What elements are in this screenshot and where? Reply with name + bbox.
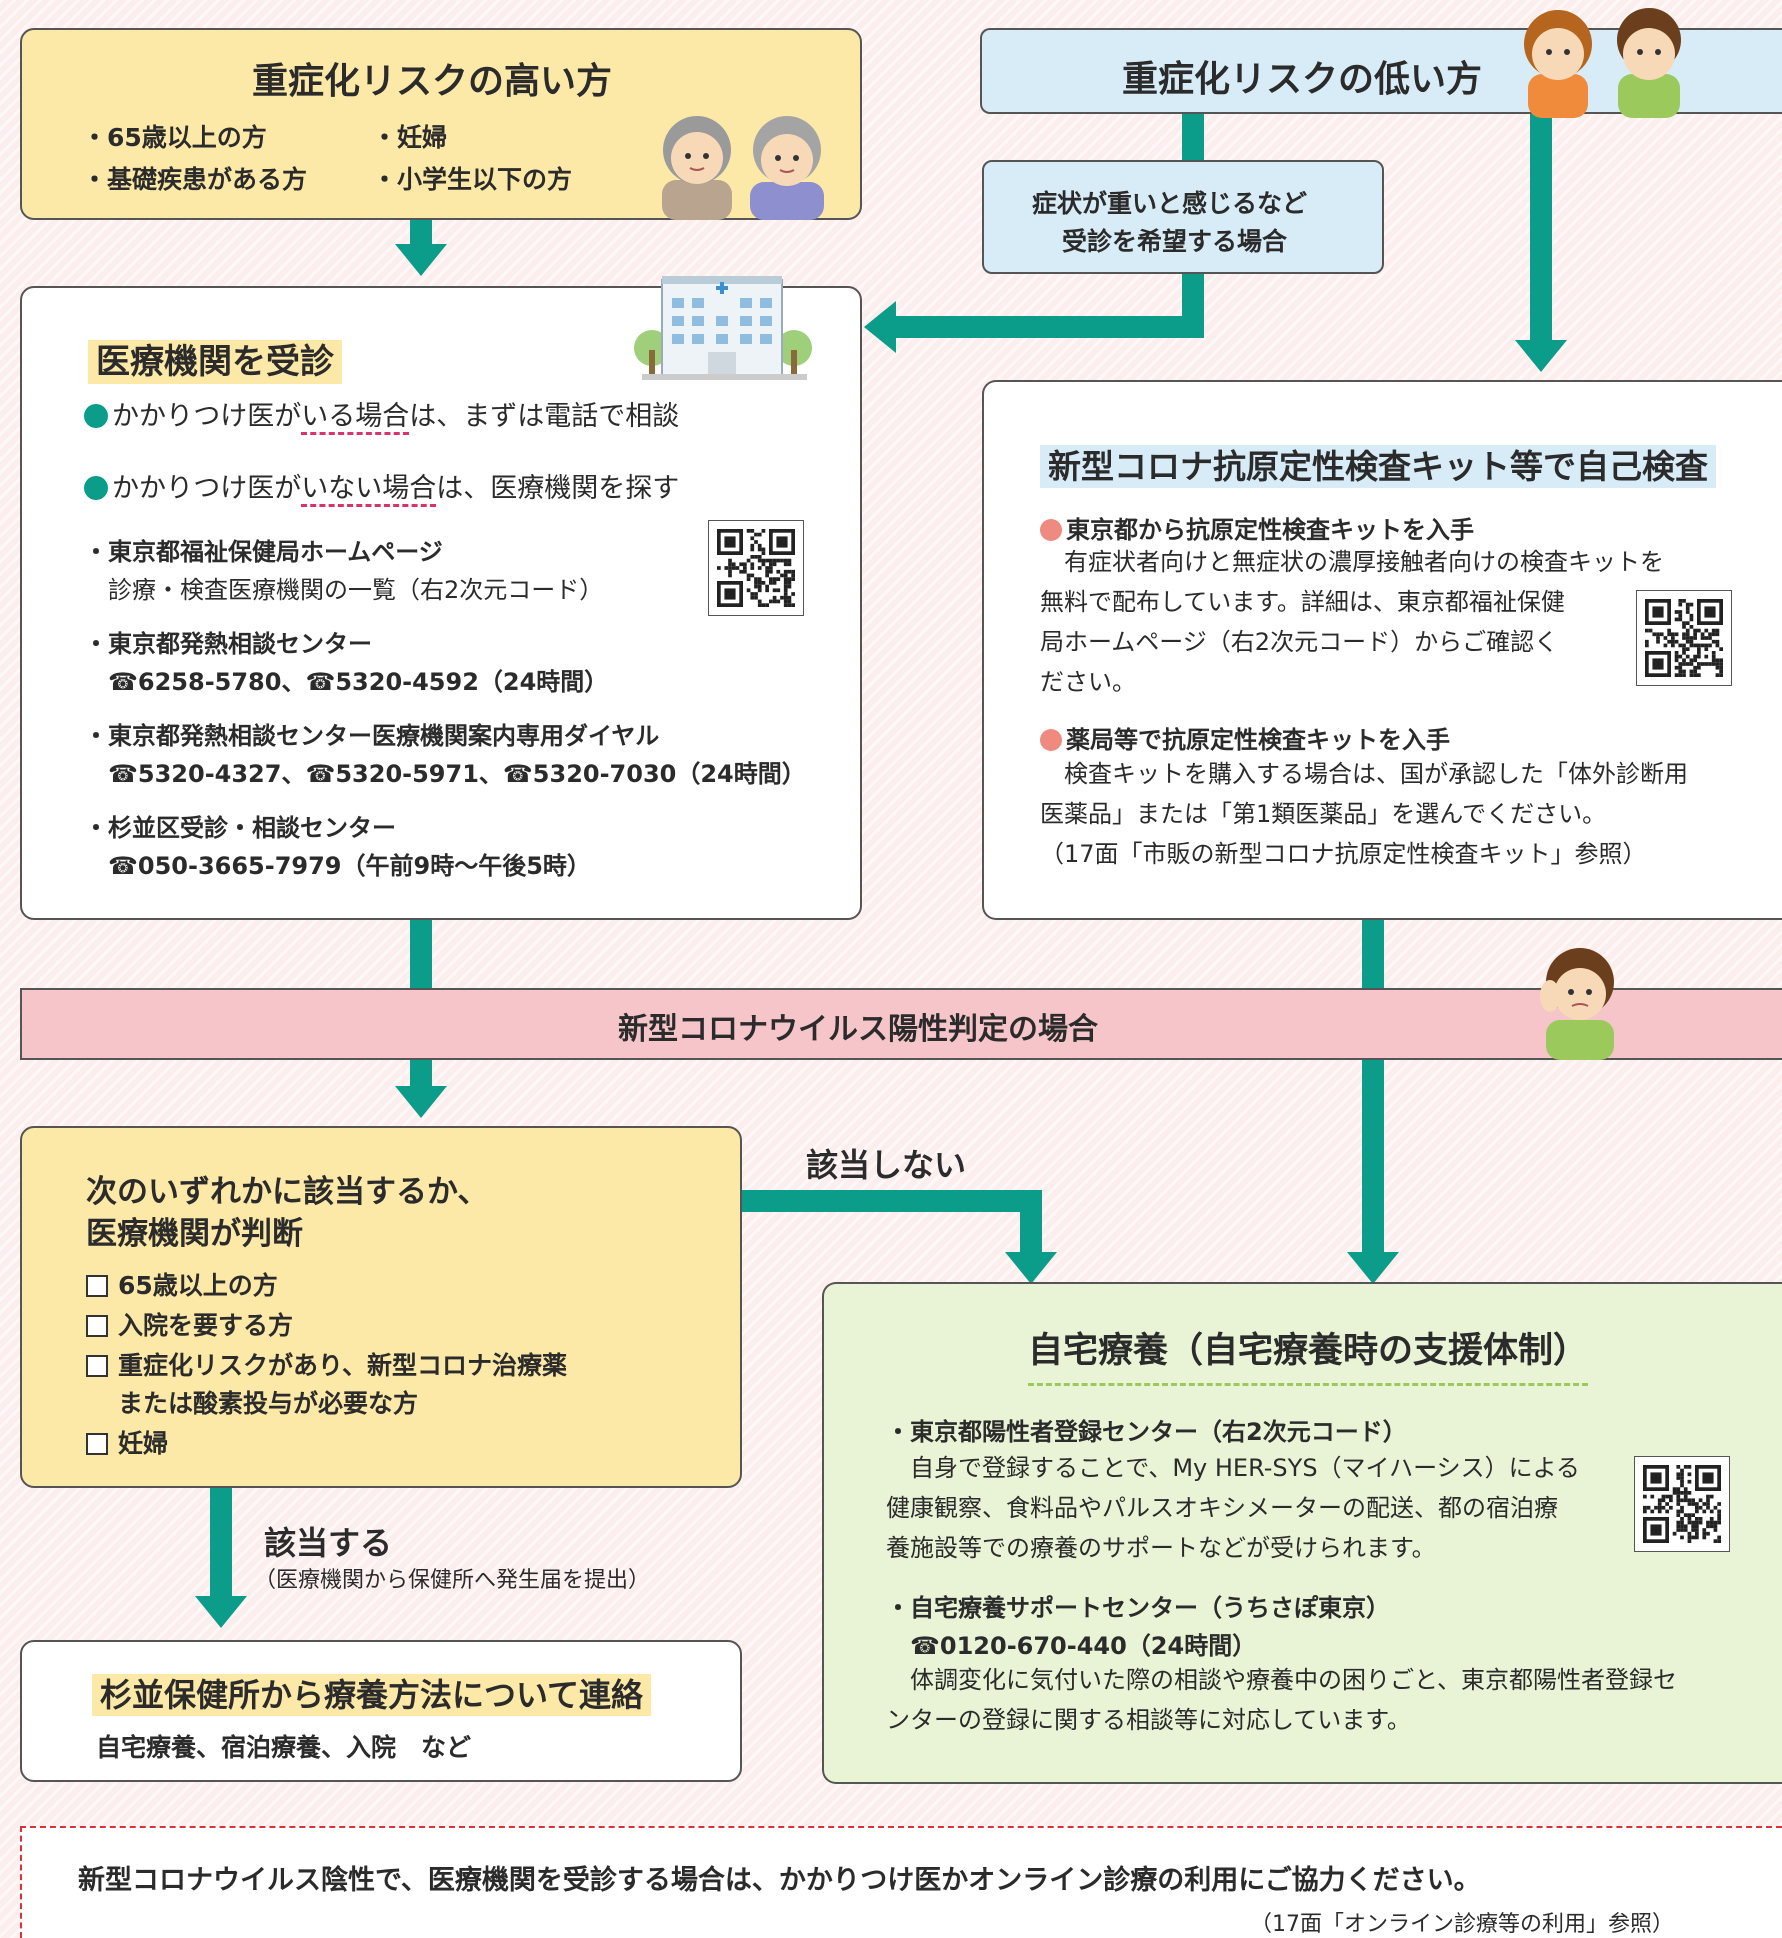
high-risk-title: 重症化リスクの高い方 (252, 61, 613, 102)
judge-item: 65歳以上の方 (86, 1266, 278, 1302)
arrow-high-to-medical (395, 244, 447, 276)
selftest-s1-line: 無料で配布しています。詳細は、東京都福祉保健 (1040, 588, 1565, 616)
medical-box: 医療機関を受診 かかりつけ医がいる場合は、まずは電話で相談 かかりつけ医がいない… (20, 276, 862, 920)
home-h1-title: ・東京都陽性者登録センター（右2次元コード） (886, 1418, 1407, 1446)
selftest-s2-title: 薬局等で抗原定性検査キットを入手 (1040, 720, 1450, 755)
medical-item-has-doctor: かかりつけ医がいる場合は、まずは電話で相談 (84, 394, 679, 435)
qr-code-icon[interactable] (1636, 590, 1732, 686)
home-h2-line: ンターの登録に関する相談等に対応しています。 (886, 1706, 1411, 1734)
arrow-to-judge (395, 1086, 447, 1118)
arrow-not-applicable (1005, 1252, 1057, 1284)
connector-positive-to-home (1362, 1058, 1384, 1256)
contact-2-sub: ☎6258-5780、☎5320-4592（24時間） (108, 668, 609, 696)
hospital-icon (634, 276, 812, 380)
selftest-s1-line: 有症状者向けと無症状の濃厚接触者向けの検査キットを (1040, 548, 1664, 576)
connector-judge-to-home (740, 1190, 1042, 1212)
checkbox-icon (86, 1275, 108, 1297)
not-applicable-label: 該当しない (806, 1146, 967, 1184)
judge-item: 重症化リスクがあり、新型コロナ治療薬 (86, 1346, 567, 1382)
worried-person-icon (1540, 948, 1614, 1060)
positive-bar-label: 新型コロナウイルス陽性判定の場合 (618, 1012, 1098, 1047)
high-risk-item: ・小学生以下の方 (372, 165, 573, 194)
judge-title-1: 次のいずれかに該当するか、 (86, 1174, 489, 1210)
high-risk-item: ・妊婦 (372, 123, 448, 152)
teal-bullet-icon (84, 404, 108, 428)
teal-bullet-icon (84, 476, 108, 500)
checkbox-icon (86, 1355, 108, 1377)
high-risk-item: ・基礎疾患がある方 (82, 165, 308, 194)
judge-title-2: 医療機関が判断 (86, 1216, 303, 1252)
selftest-s1-title: 東京都から抗原定性検査キットを入手 (1040, 510, 1474, 545)
pink-bullet-icon (1040, 519, 1062, 541)
home-box: 自宅療養（自宅療養時の支援体制） ・東京都陽性者登録センター（右2次元コード） … (822, 1282, 1782, 1784)
contact-4-sub: ☎050-3665-7979（午前9時～午後5時） (108, 852, 591, 880)
high-risk-box: 重症化リスクの高い方 ・65歳以上の方 ・妊婦 ・基礎疾患がある方 ・小学生以下… (20, 28, 862, 220)
symptom-box: 症状が重いと感じるなど 受診を希望する場合 (982, 160, 1384, 274)
arrow-to-selftest (1515, 340, 1567, 372)
symptom-line1: 症状が重いと感じるなど (1032, 189, 1308, 218)
suginami-sub: 自宅療養、宿泊療養、入院 など (96, 1733, 472, 1762)
connector-low-to-selftest (1530, 112, 1552, 348)
selftest-box: 新型コロナ抗原定性検査キット等で自己検査 東京都から抗原定性検査キットを入手 有… (982, 380, 1782, 920)
positive-bar: 新型コロナウイルス陽性判定の場合 (20, 988, 1782, 1060)
connector-medical-to-positive (410, 918, 432, 990)
home-h2-line: 体調変化に気付いた際の相談や療養中の困りごと、東京都陽性者登録セ (886, 1666, 1678, 1694)
home-h1-line: 健康観察、食料品やパルスオキシメーターの配送、都の宿泊療 (886, 1494, 1558, 1522)
home-h1-line: 自身で登録することで、My HER-SYS（マイハーシス）による (886, 1454, 1580, 1482)
contact-3-title: ・東京都発熱相談センター医療機関案内専用ダイヤル (84, 722, 660, 750)
selftest-s2-line: 検査キットを購入する場合は、国が承認した「体外診断用 (1040, 760, 1688, 788)
arrow-to-medical (864, 301, 896, 353)
connector-high-to-medical (410, 218, 432, 248)
contact-3-sub: ☎5320-4327、☎5320-5971、☎5320-7030（24時間） (108, 760, 806, 788)
judge-item: 入院を要する方 (86, 1306, 293, 1342)
arrow-applicable (195, 1596, 247, 1628)
medical-title: 医療機関を受診 (88, 334, 342, 384)
contact-1-title: ・東京都福祉保健局ホームページ (84, 538, 443, 566)
selftest-s1-line: ださい。 (1040, 668, 1136, 696)
connector-low-to-symptom (1182, 112, 1204, 164)
connector-symptom-to-medical (894, 316, 1204, 338)
selftest-s1-line: 局ホームページ（右2次元コード）からご確認く (1040, 628, 1559, 656)
connector-selftest-to-positive (1362, 918, 1384, 990)
pink-bullet-icon (1040, 729, 1062, 751)
low-risk-title: 重症化リスクの低い方 (1122, 59, 1483, 100)
footer-note-box: 新型コロナウイルス陰性で、医療機関を受診する場合は、かかりつけ医かオンライン診療… (20, 1826, 1782, 1938)
judge-box: 次のいずれかに該当するか、 医療機関が判断 65歳以上の方 入院を要する方 重症… (20, 1126, 742, 1488)
home-h1-line: 養施設等での療養のサポートなどが受けられます。 (886, 1534, 1436, 1562)
home-h2-tel: ☎0120-670-440（24時間） (910, 1632, 1257, 1660)
checkbox-icon (86, 1433, 108, 1455)
contact-1-sub: 診療・検査医療機関の一覧（右2次元コード） (108, 576, 604, 604)
connector-judge-to-suginami (210, 1486, 232, 1602)
young-couple-icon (1524, 8, 1681, 118)
footer-note: （17面「オンライン診療等の利用」参照） (1250, 1912, 1674, 1937)
suginami-title: 杉並保健所から療養方法について連絡 (92, 1670, 652, 1716)
qr-code-icon[interactable] (1634, 1456, 1730, 1552)
connector-judge-to-home-down (1020, 1190, 1042, 1256)
home-h2-title: ・自宅療養サポートセンター（うちさぽ東京） (886, 1594, 1390, 1622)
home-title: 自宅療養（自宅療養時の支援体制） (1028, 1322, 1589, 1386)
high-risk-item: ・65歳以上の方 (82, 123, 267, 152)
footer-main: 新型コロナウイルス陰性で、医療機関を受診する場合は、かかりつけ医かオンライン診療… (78, 1865, 1481, 1896)
elderly-couple-icon (662, 116, 824, 220)
connector-positive-to-judge (410, 1058, 432, 1090)
applicable-note: （医療機関から保健所へ発生届を提出） (254, 1568, 651, 1593)
judge-item: 妊婦 (86, 1424, 168, 1460)
judge-item-cont: または酸素投与が必要な方 (118, 1389, 419, 1418)
contact-4-title: ・杉並区受診・相談センター (84, 814, 396, 842)
selftest-s2-line: 医薬品」または「第1類医薬品」を選んでください。 (1040, 800, 1607, 828)
selftest-s2-line: （17面「市販の新型コロナ抗原定性検査キット」参照） (1040, 840, 1647, 868)
checkbox-icon (86, 1315, 108, 1337)
applicable-label: 該当する (264, 1524, 393, 1562)
contact-2-title: ・東京都発熱相談センター (84, 630, 372, 658)
arrow-to-home (1347, 1252, 1399, 1284)
selftest-title: 新型コロナ抗原定性検査キット等で自己検査 (1040, 440, 1716, 488)
suginami-box: 杉並保健所から療養方法について連絡 自宅療養、宿泊療養、入院 など (20, 1640, 742, 1782)
qr-code-icon[interactable] (708, 520, 804, 616)
symptom-line2: 受診を希望する場合 (1062, 227, 1288, 256)
medical-item-no-doctor: かかりつけ医がいない場合は、医療機関を探す (84, 466, 679, 507)
